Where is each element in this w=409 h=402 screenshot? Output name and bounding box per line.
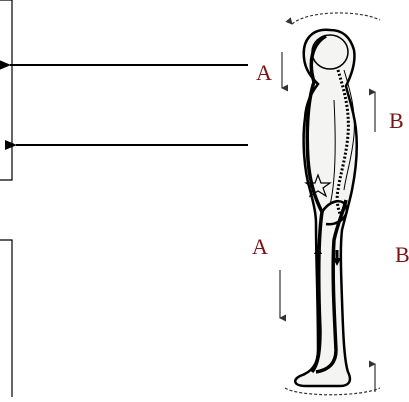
head-arc	[292, 13, 380, 24]
label-a-upper: A	[256, 62, 272, 84]
lower-left-box	[0, 240, 12, 397]
label-a-lower: A	[252, 236, 268, 258]
feet-arc	[285, 388, 380, 395]
label-b-lower: B	[395, 244, 409, 266]
label-b-upper: B	[389, 110, 404, 132]
upper-left-box	[0, 0, 12, 180]
spine-figure-icon	[295, 30, 357, 386]
